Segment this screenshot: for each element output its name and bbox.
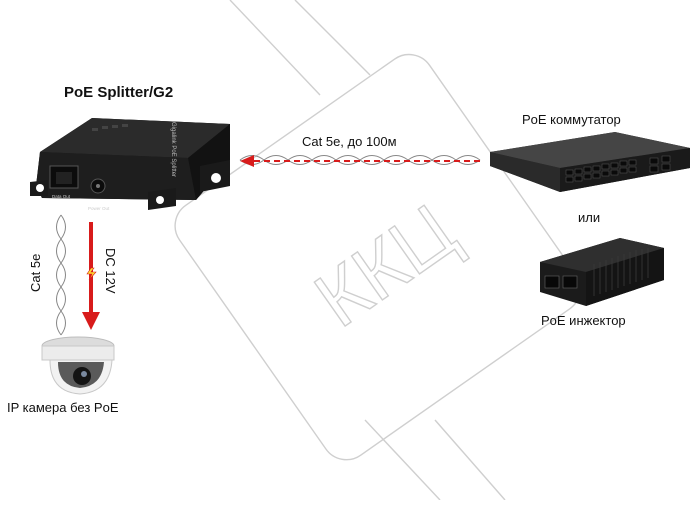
- watermark-line: [434, 419, 506, 501]
- or-label: или: [578, 210, 601, 225]
- cable-horizontal: [239, 155, 481, 167]
- switch-label: PoE коммутатор: [522, 112, 621, 127]
- watermark-line: [294, 0, 371, 76]
- cable-arrow-head: [240, 155, 254, 167]
- cat5e-vertical-label: Cat 5e: [28, 253, 43, 292]
- cable-label: Cat 5e, до 100м: [302, 134, 397, 149]
- device-brand: Gigalink PoE Splitter: [170, 122, 176, 177]
- injector-port: [562, 275, 578, 289]
- dc-label: DC 12V: [103, 248, 118, 294]
- device-port-label: Data Out: [52, 194, 71, 199]
- poe-injector: [540, 238, 664, 306]
- dc-arrow: [82, 222, 100, 330]
- injector-label: PoE инжектор: [541, 313, 626, 328]
- watermark: ККЦ: [174, 0, 581, 501]
- switch-ports: [565, 155, 671, 183]
- lightning-icon: [86, 267, 97, 281]
- watermark-line: [364, 419, 441, 501]
- watermark-line: [229, 0, 321, 96]
- injector-port: [544, 275, 560, 289]
- splitter-device: Data Out Power Out Gigalink PoE Splitter: [30, 118, 230, 211]
- poe-switch: [490, 132, 690, 192]
- diagram-title: PoE Splitter/G2: [64, 84, 174, 101]
- cable-vertical: [56, 214, 66, 336]
- led-indicators: [92, 124, 128, 131]
- injector-vents: [593, 248, 649, 296]
- ip-camera: [41, 336, 115, 395]
- watermark-text: ККЦ: [299, 186, 471, 343]
- camera-label: IP камера без PoE: [7, 400, 119, 415]
- device-port-label: Power Out: [88, 206, 110, 211]
